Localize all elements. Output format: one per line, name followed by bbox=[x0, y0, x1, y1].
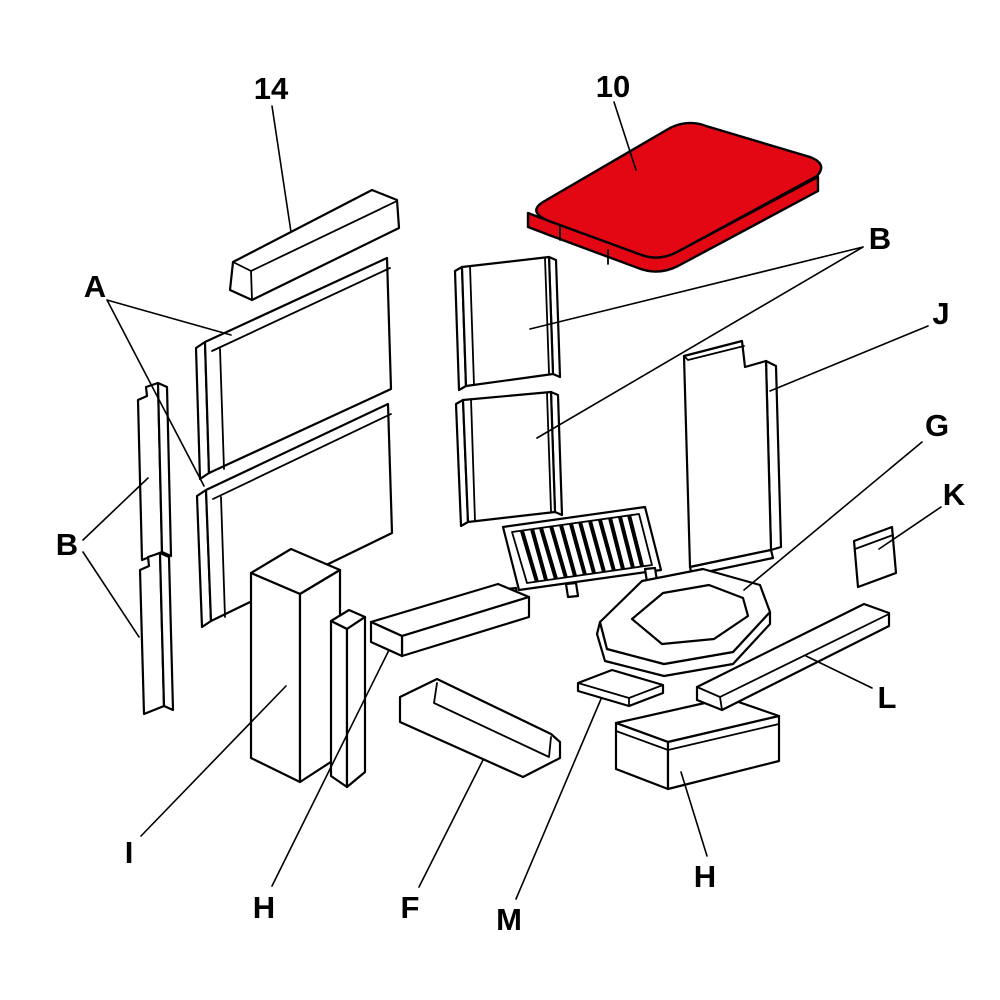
label-part-h-left: H bbox=[253, 890, 275, 925]
part-10-top-face bbox=[535, 121, 823, 259]
part-k-bevel bbox=[854, 534, 894, 550]
part-i-thin-panel bbox=[329, 608, 367, 789]
part-14-plank bbox=[228, 188, 401, 302]
part-m-plate bbox=[576, 668, 665, 708]
part-j-top-edge bbox=[683, 345, 745, 361]
part-m-edges bbox=[577, 682, 664, 707]
part-i-block bbox=[249, 547, 342, 784]
part-a-upper-bevel bbox=[211, 267, 391, 470]
label-part-h-right: H bbox=[694, 859, 716, 894]
part-f-body bbox=[398, 677, 562, 779]
part-m-body bbox=[576, 668, 665, 708]
part-b-center-lower bbox=[454, 390, 564, 528]
label-part-m: M bbox=[496, 902, 522, 937]
part-k-body bbox=[852, 525, 898, 589]
label-part-i: I bbox=[125, 835, 134, 870]
part-14-bevel-edges bbox=[232, 200, 398, 301]
grate-leg-center bbox=[564, 581, 580, 599]
part-g-tray bbox=[595, 567, 772, 678]
part-b-center-upper-face bbox=[460, 255, 555, 388]
label-part-j: J bbox=[932, 296, 949, 331]
part-a-lower-front-face bbox=[204, 402, 394, 623]
part-14-body bbox=[228, 188, 401, 302]
grate-inner-frame bbox=[511, 513, 653, 584]
labels: 14 10 A B J G K B L I H F M H bbox=[56, 69, 966, 937]
part-j-front-face bbox=[682, 339, 773, 569]
label-part-a: A bbox=[84, 269, 106, 304]
label-part-b-left: B bbox=[56, 527, 78, 562]
part-l-strip bbox=[695, 602, 891, 712]
part-h-left-beam-end bbox=[369, 620, 404, 658]
label-part-l: L bbox=[878, 680, 897, 715]
part-a-lower-bevel bbox=[212, 413, 392, 618]
label-part-14: 14 bbox=[254, 71, 289, 106]
part-b-center-upper-frame-lines bbox=[469, 257, 550, 386]
part-f-facet-lines bbox=[433, 682, 552, 758]
part-h-right-chamfer bbox=[615, 723, 780, 751]
grate-slats bbox=[520, 514, 644, 583]
label-part-g: G bbox=[925, 408, 949, 443]
part-k-plate bbox=[852, 525, 898, 589]
part-h-right-block bbox=[614, 696, 781, 791]
part-a-lower-plate bbox=[195, 402, 394, 629]
part-10-corner-ticks bbox=[559, 225, 609, 265]
part-i-front-face bbox=[249, 571, 302, 784]
part-l-body bbox=[695, 602, 891, 712]
label-part-10: 10 bbox=[596, 69, 630, 104]
grate bbox=[501, 505, 663, 604]
part-j-plate bbox=[682, 339, 783, 577]
part-h-right-side bbox=[666, 714, 781, 791]
part-b-left-upper-strip bbox=[136, 381, 173, 562]
part-b-left-lower-side bbox=[158, 551, 175, 712]
part-a-upper-front-face bbox=[203, 256, 393, 475]
part-h-left-beam bbox=[369, 582, 531, 658]
part-a-upper-plate bbox=[194, 256, 393, 481]
part-b-center-lower-frame-lines bbox=[470, 392, 552, 522]
part-b-center-upper bbox=[453, 255, 562, 392]
leader-lines bbox=[82, 101, 942, 900]
part-l-ridge bbox=[696, 613, 890, 711]
part-b-center-lower-face bbox=[461, 390, 557, 524]
part-g-opening bbox=[630, 583, 750, 646]
part-b-left-lower-strip bbox=[138, 551, 175, 716]
part-f-trough bbox=[398, 677, 562, 779]
label-part-b-right: B bbox=[869, 221, 891, 256]
part-b-left-upper-side bbox=[156, 381, 173, 558]
part-10-top-plate-highlighted bbox=[526, 121, 823, 273]
label-part-k: K bbox=[943, 477, 966, 512]
part-i-panel-right bbox=[345, 615, 367, 789]
label-part-f: F bbox=[401, 890, 420, 925]
